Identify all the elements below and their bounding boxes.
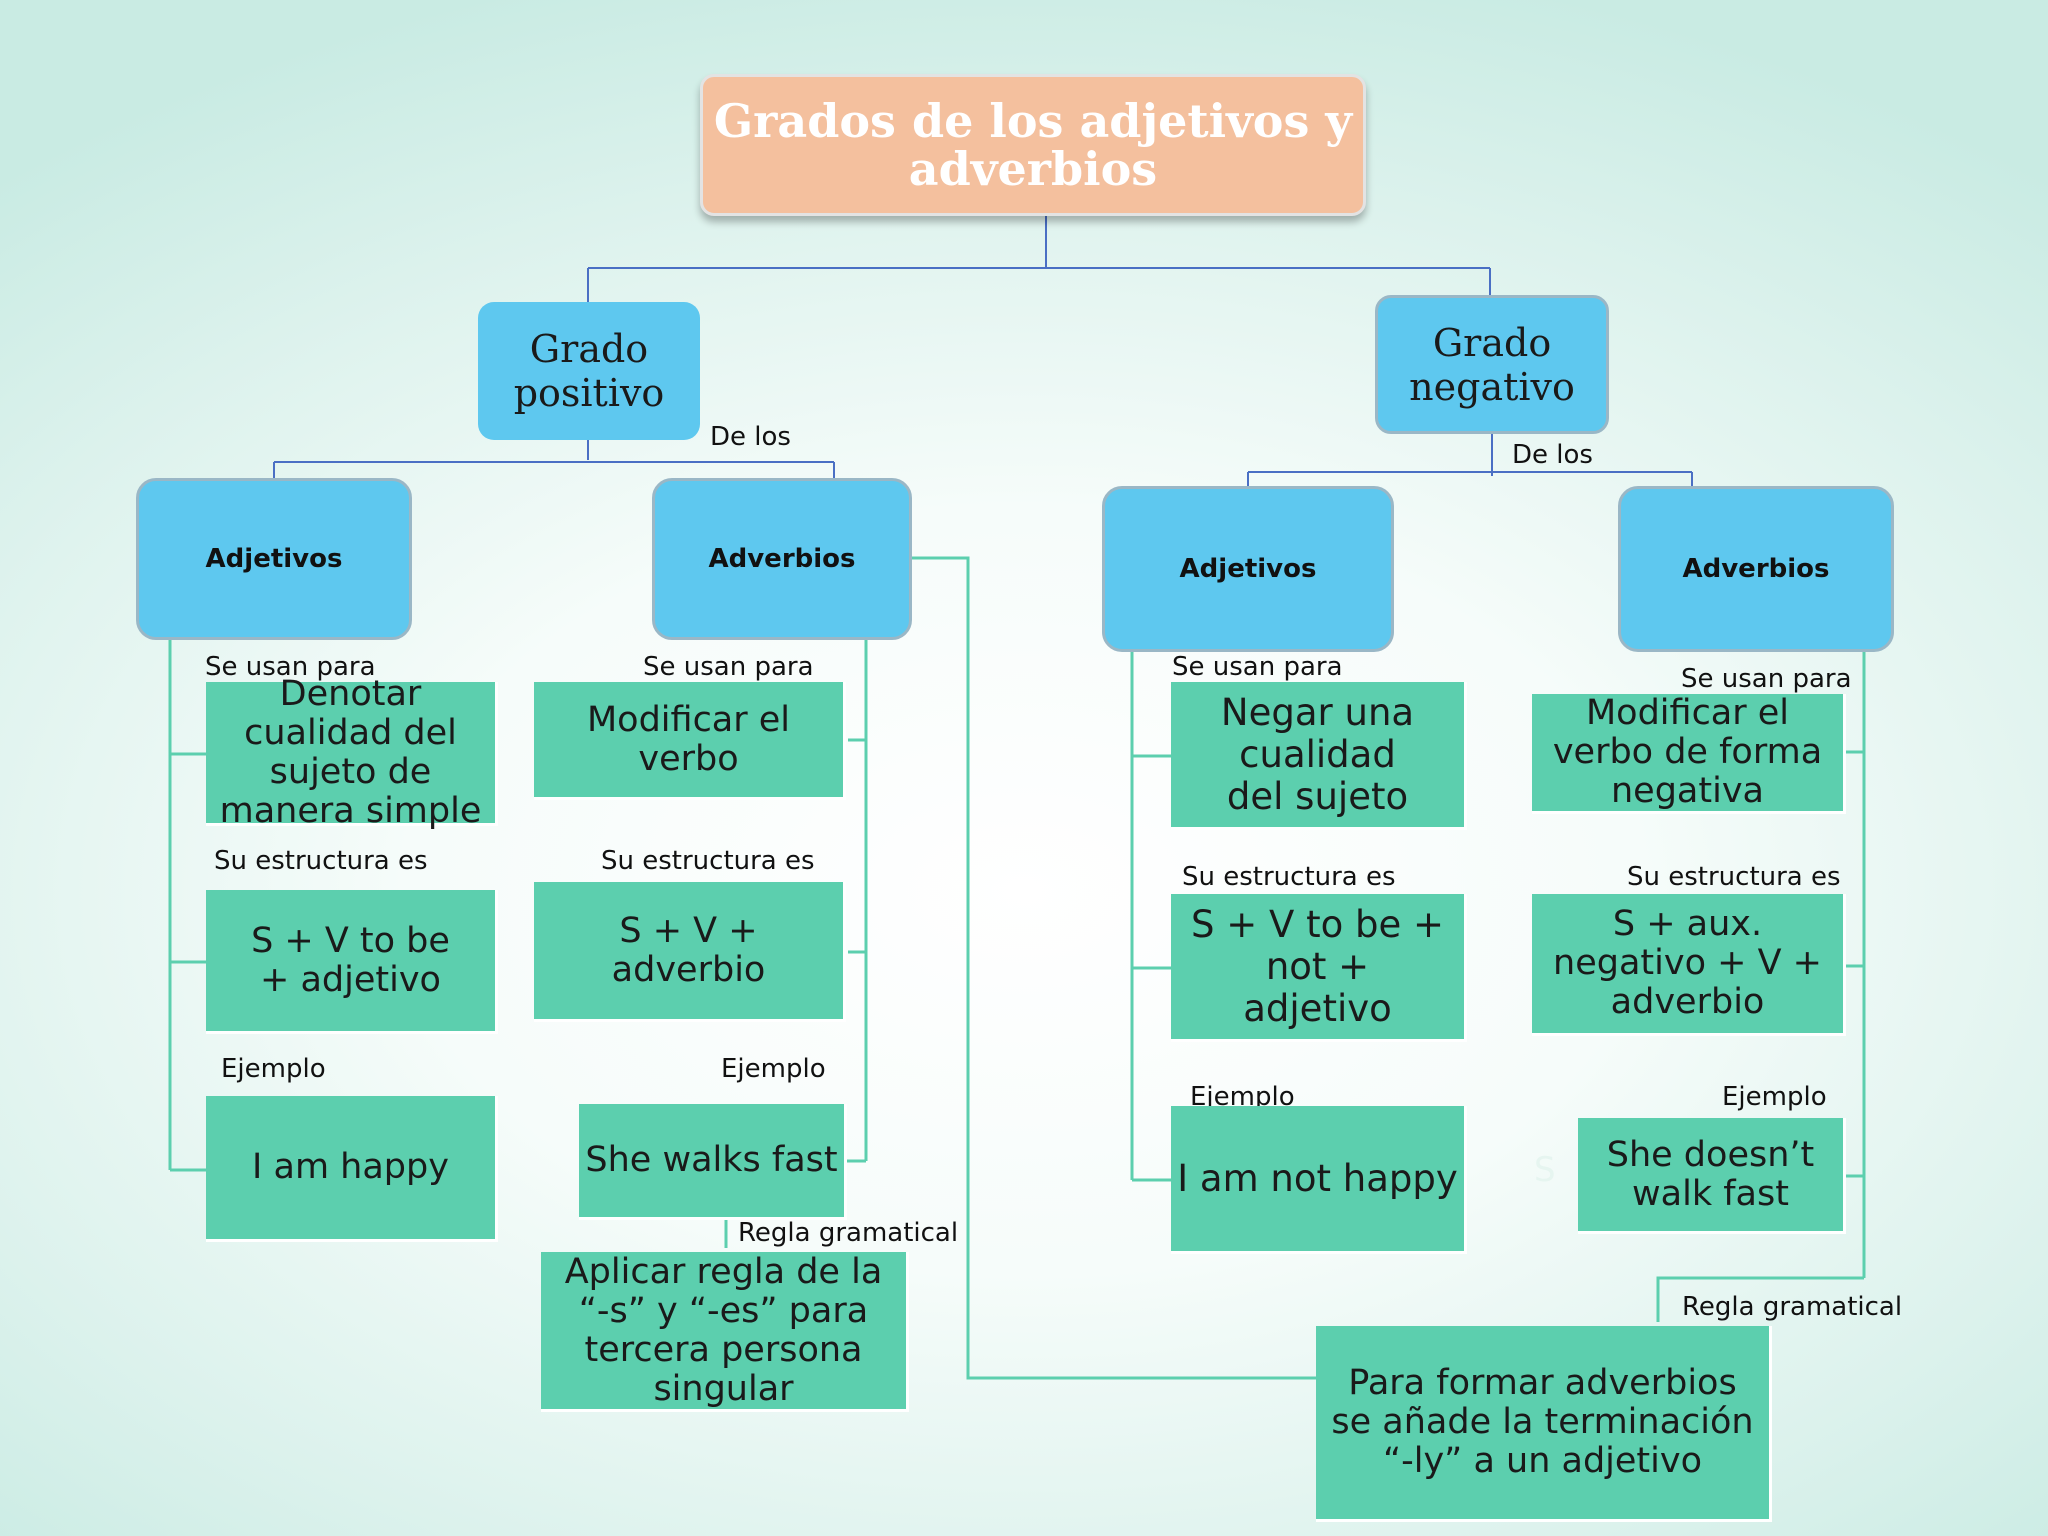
label-ejemplo-neg-adv: Ejemplo <box>1722 1082 1827 1112</box>
pos-adj-structure-text: S + V to be + adjetivo <box>251 920 450 1000</box>
label-se-usan-para-pos-adj: Se usan para <box>205 652 376 682</box>
neg-adj-example-text: I am not happy <box>1177 1157 1458 1200</box>
label-de-los-negative: De los <box>1512 440 1593 470</box>
neg-adj-use-box: Negar una cualidad del sujeto <box>1171 682 1467 830</box>
neg-adj-structure-box: S + V to be + not + adjetivo <box>1171 894 1467 1042</box>
pos-adv-rule-text: Aplicar regla de la “-s” y “-es” para te… <box>564 1251 883 1409</box>
label-se-usan-para-pos-adv: Se usan para <box>643 652 814 682</box>
pos-adj-structure-box: S + V to be + adjetivo <box>206 890 498 1034</box>
negative-adverbios-node: Adverbios <box>1618 486 1894 652</box>
label-estructura-pos-adv: Su estructura es <box>601 846 815 876</box>
map-title: Grados de los adjetivos y adverbios <box>700 74 1366 216</box>
positive-adverbios-node: Adverbios <box>652 478 912 640</box>
pos-adv-use-text: Modificar el verbo <box>586 699 791 779</box>
grade-negative-node: Grado negativo <box>1375 295 1609 434</box>
grade-positive-label: Grado positivo <box>513 327 665 415</box>
label-estructura-neg-adv: Su estructura es <box>1627 862 1841 892</box>
neg-adv-use-text: Modificar el verbo de forma negativa <box>1552 693 1823 811</box>
neg-adv-example-box: She doesn’t walk fast <box>1578 1118 1846 1234</box>
label-se-usan-para-neg-adv: Se usan para <box>1681 664 1852 694</box>
neg-adj-structure-text: S + V to be + not + adjetivo <box>1191 902 1445 1030</box>
positive-adjetivos-label: Adjetivos <box>205 544 343 574</box>
adverb-ly-rule-box: Para formar adverbios se añade la termin… <box>1316 1326 1772 1522</box>
neg-adj-use-text: Negar una cualidad del sujeto <box>1220 690 1415 818</box>
pos-adv-structure-text: S + V + adverbio <box>611 910 766 990</box>
pos-adj-use-box: Denotar cualidad del sujeto de manera si… <box>206 674 498 830</box>
pos-adj-use-text: Denotar cualidad del sujeto de manera si… <box>219 673 482 831</box>
label-de-los-positive: De los <box>710 422 791 452</box>
neg-adv-structure-box: S + aux. negativo + V + adverbio <box>1532 894 1846 1036</box>
label-estructura-pos-adj: Su estructura es <box>214 846 428 876</box>
label-se-usan-para-neg-adj: Se usan para <box>1172 652 1343 682</box>
pos-adv-rule-box: Aplicar regla de la “-s” y “-es” para te… <box>541 1252 909 1412</box>
label-estructura-neg-adj: Su estructura es <box>1182 862 1396 892</box>
pos-adv-use-box: Modificar el verbo <box>534 682 846 800</box>
negative-adjetivos-label: Adjetivos <box>1179 554 1317 584</box>
neg-adj-example-box: I am not happy <box>1171 1106 1467 1254</box>
label-regla-pos-adv: Regla gramatical <box>738 1218 959 1248</box>
adverb-ly-rule-text: Para formar adverbios se añade la termin… <box>1331 1363 1754 1481</box>
map-title-text: Grados de los adjetivos y adverbios <box>713 94 1353 196</box>
pos-adj-example-text: I am happy <box>252 1147 449 1187</box>
stray-letter: S <box>1534 1150 1556 1190</box>
branch-lines <box>168 556 1866 1380</box>
label-ejemplo-pos-adv: Ejemplo <box>721 1054 826 1084</box>
tree-lines <box>273 215 1693 486</box>
neg-adv-example-text: She doesn’t walk fast <box>1606 1134 1815 1214</box>
pos-adv-structure-box: S + V + adverbio <box>534 882 846 1022</box>
positive-adverbios-label: Adverbios <box>708 544 856 574</box>
label-ejemplo-pos-adj: Ejemplo <box>221 1054 326 1084</box>
pos-adj-example-box: I am happy <box>206 1096 498 1242</box>
neg-adv-structure-text: S + aux. negativo + V + adverbio <box>1553 904 1822 1022</box>
positive-adjetivos-node: Adjetivos <box>136 478 412 640</box>
neg-adv-use-box: Modificar el verbo de forma negativa <box>1532 694 1846 814</box>
pos-adv-example-box: She walks fast <box>579 1104 847 1220</box>
negative-adverbios-label: Adverbios <box>1682 554 1830 584</box>
label-regla-neg-adv: Regla gramatical <box>1682 1292 1903 1322</box>
pos-adv-example-text: She walks fast <box>585 1140 838 1180</box>
negative-adjetivos-node: Adjetivos <box>1102 486 1394 652</box>
grade-negative-label: Grado negativo <box>1409 320 1575 409</box>
grade-positive-node: Grado positivo <box>478 302 700 440</box>
